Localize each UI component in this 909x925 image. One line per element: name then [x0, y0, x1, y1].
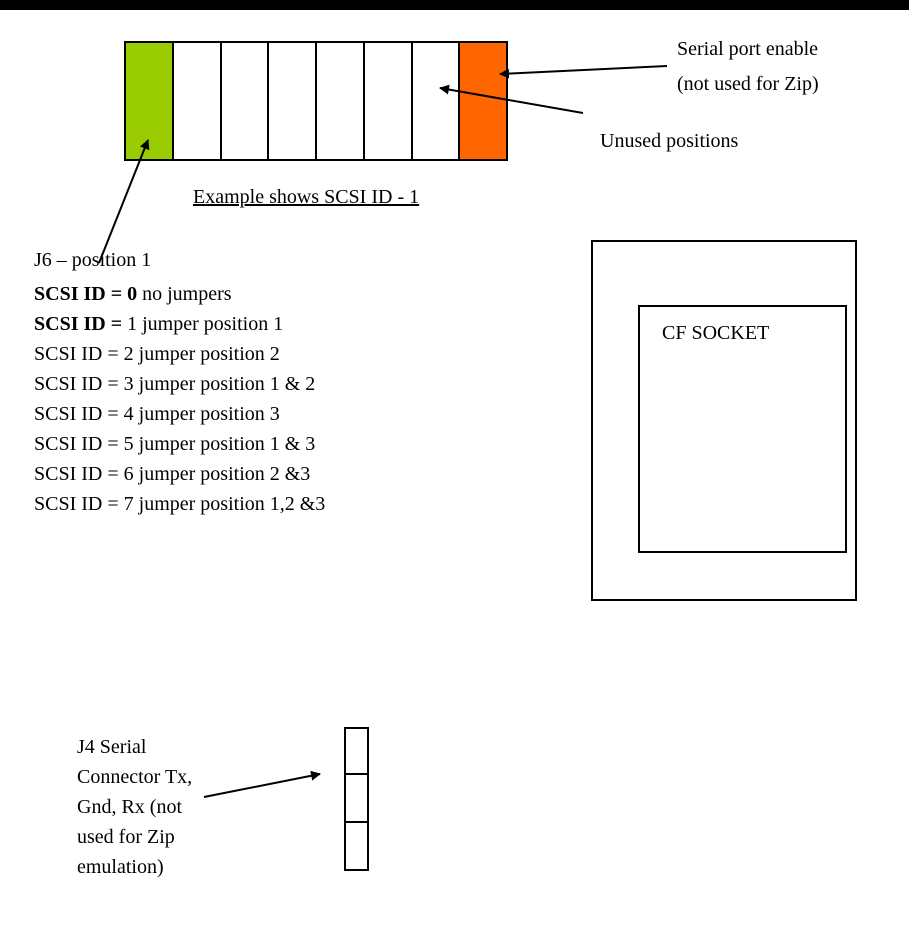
arrow-serial-enable — [499, 65, 668, 79]
serial-enable-label-line1: Serial port enable — [677, 38, 819, 60]
unused-positions-label: Unused positions — [600, 130, 739, 152]
j4-label-line1: J4 Serial — [77, 736, 147, 758]
top-rule — [0, 0, 909, 10]
cf-socket-outer — [591, 240, 857, 601]
jumper-position-3 — [222, 43, 270, 159]
jumper-position-unused-2 — [317, 43, 365, 159]
arrow-j6-position-1 — [98, 139, 150, 264]
j6-heading: J6 – position 1 — [34, 249, 152, 271]
jumper-position-serial-enable — [460, 43, 506, 159]
scsi-id-row: SCSI ID = 4 jumper position 3 — [34, 403, 280, 425]
scsi-id-row: SCSI ID = 0 no jumpers — [34, 283, 232, 305]
scsi-id-row: SCSI ID = 3 jumper position 1 & 2 — [34, 373, 316, 395]
scsi-id-row: SCSI ID = 7 jumper position 1,2 &3 — [34, 493, 326, 515]
jumper-position-unused-3 — [365, 43, 413, 159]
arrow-unused-positions — [439, 84, 584, 114]
jumper-block-j6 — [124, 41, 508, 161]
jumper-position-2 — [174, 43, 222, 159]
cf-socket-label: CF SOCKET — [662, 322, 770, 344]
cf-socket-inner — [638, 305, 847, 553]
j4-label-line2: Connector Tx, — [77, 766, 193, 788]
j4-label-line4: used for Zip — [77, 826, 175, 848]
jumper-caption: Example shows SCSI ID - 1 — [193, 186, 420, 208]
serial-enable-label-line2: (not used for Zip) — [677, 73, 819, 95]
scsi-id-row: SCSI ID = 6 jumper position 2 &3 — [34, 463, 311, 485]
jumper-position-unused-4 — [413, 43, 461, 159]
j4-label-line3: Gnd, Rx (not — [77, 796, 182, 818]
scsi-id-row: SCSI ID = 1 jumper position 1 — [34, 313, 284, 335]
jumper-position-unused-1 — [269, 43, 317, 159]
j4-label-line5: emulation) — [77, 856, 164, 878]
scsi-id-row: SCSI ID = 5 jumper position 1 & 3 — [34, 433, 316, 455]
j4-pin-3 — [344, 821, 369, 871]
jumper-position-1-on — [126, 43, 174, 159]
scsi-id-row: SCSI ID = 2 jumper position 2 — [34, 343, 280, 365]
arrow-j4-connector — [203, 770, 321, 798]
